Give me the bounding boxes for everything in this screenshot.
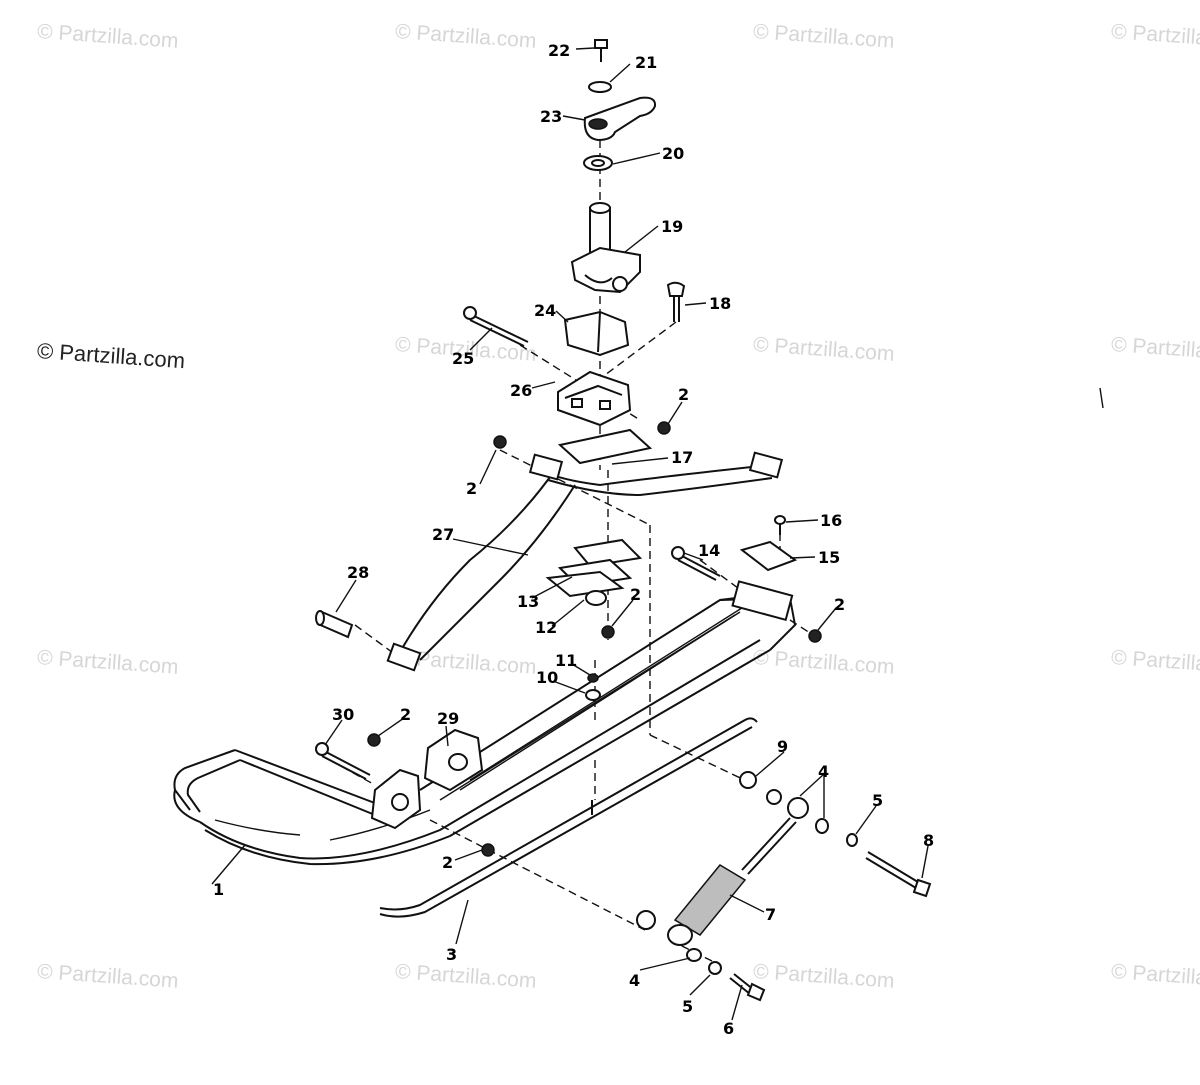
bracket-26: [557, 370, 632, 427]
pin-28: [315, 610, 354, 639]
callout-29: 29: [437, 709, 459, 728]
callout-22: 22: [548, 41, 570, 60]
callout-18: 18: [709, 294, 731, 313]
callout-2: 2: [466, 479, 477, 498]
bushing-4: [766, 789, 829, 834]
washer-5: [846, 833, 858, 847]
nut-2: [367, 733, 381, 747]
bolt-16: [774, 515, 786, 535]
callout-28: 28: [347, 563, 369, 582]
plate-17: [557, 428, 653, 465]
callout-27: 27: [432, 525, 454, 544]
washer-11: [587, 673, 599, 683]
callout-25: 25: [452, 349, 474, 368]
leader-lines: [211, 47, 1104, 1021]
callout-8: 8: [923, 831, 934, 850]
bolt-8: [865, 851, 932, 898]
callout-12: 12: [535, 618, 557, 637]
callout-24: 24: [534, 301, 556, 320]
callout-21: 21: [635, 53, 657, 72]
callout-30: 30: [332, 705, 354, 724]
callout-10: 10: [536, 668, 558, 687]
bushing-24: [563, 310, 630, 357]
bolt-22: [594, 39, 608, 62]
callout-16: 16: [820, 511, 842, 530]
nut-2: [808, 629, 822, 643]
callout-2: 2: [400, 705, 411, 724]
bolt-14: [671, 546, 721, 581]
callout-6: 6: [723, 1019, 734, 1038]
callout-13: 13: [517, 592, 539, 611]
wear-bar-3: [379, 717, 758, 918]
bushing-4: [636, 910, 656, 930]
callout-20: 20: [662, 144, 684, 163]
callout-2: 2: [442, 853, 453, 872]
bolt-18: [666, 281, 686, 322]
leaf-spring-27: [386, 451, 784, 672]
callout-2: 2: [834, 595, 845, 614]
callout-5: 5: [872, 791, 883, 810]
callout-2: 2: [630, 585, 641, 604]
saddle-29: [423, 728, 484, 792]
callout-4: 4: [818, 762, 829, 781]
bracket-15: [739, 540, 798, 572]
callout-19: 19: [661, 217, 683, 236]
washer-5: [708, 961, 722, 975]
shock-absorber-7: [667, 817, 797, 946]
callout-3: 3: [446, 945, 457, 964]
steering-arm-23: [583, 96, 657, 142]
spindle-19: [570, 202, 641, 294]
saddle-30: [370, 768, 422, 830]
washer-10: [585, 689, 601, 701]
bolt-6: [729, 973, 766, 1002]
callout-5: 5: [682, 997, 693, 1016]
callout-26: 26: [510, 381, 532, 400]
callout-14: 14: [698, 541, 720, 560]
assembly-center-lines: [329, 140, 811, 966]
callout-17: 17: [671, 448, 693, 467]
callout-15: 15: [818, 548, 840, 567]
callout-4: 4: [629, 971, 640, 990]
callout-2: 2: [678, 385, 689, 404]
bushing-4: [686, 948, 702, 962]
bushing-9: [739, 771, 757, 789]
wear-pad-12: [545, 570, 625, 606]
bolt-25: [463, 306, 529, 347]
callout-9: 9: [777, 737, 788, 756]
nut-2: [657, 421, 671, 435]
callout-labels: 22 21 23 20 19 18 24 25 26 2 2 17 27 16 …: [213, 41, 934, 1038]
nut-2: [601, 625, 615, 639]
bolt-30: [315, 742, 371, 780]
callout-23: 23: [540, 107, 562, 126]
callout-7: 7: [765, 905, 776, 924]
callout-11: 11: [555, 651, 577, 670]
nut-2: [481, 843, 495, 857]
nut-2: [493, 435, 507, 449]
ski-1: [173, 580, 797, 866]
washer-20: [583, 155, 613, 171]
washer-21: [588, 81, 612, 93]
callout-1: 1: [213, 880, 224, 899]
